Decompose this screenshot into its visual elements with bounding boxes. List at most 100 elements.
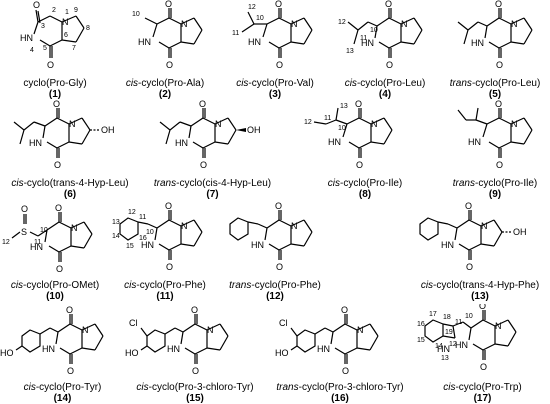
compound-cell-16: Cl HO O HN N O trans-cyclo(Pro-3-chloro-…: [265, 304, 415, 404]
compound-number-10: (10): [46, 291, 64, 302]
atom-hn: HN: [141, 240, 154, 250]
locant: 15: [126, 243, 134, 250]
structure-15: Cl HO O HN N O: [125, 305, 229, 376]
structure-8: O HN N O 10 11 12 13: [304, 100, 393, 170]
atom-o: O: [166, 262, 173, 272]
locant: 6: [64, 32, 68, 39]
locant: 4: [30, 47, 34, 54]
locant: 19: [445, 329, 453, 336]
structure-2: O HN N O 10: [132, 0, 203, 70]
compound-number-1: (1): [48, 89, 62, 100]
atom-hn: HN: [317, 344, 330, 354]
locant: 17: [429, 311, 437, 318]
compound-cell-5: O HN N O trans-cyclo(Pro-Leu) (5): [440, 0, 550, 100]
locant: 13: [441, 355, 449, 362]
compound-name-10: cis-cyclo(Pro-OMet): [10, 280, 100, 291]
atom-n: N: [82, 325, 89, 335]
atom-o: O: [21, 204, 28, 214]
atom-hn: HN: [455, 340, 468, 350]
atom-o: O: [47, 60, 54, 70]
compound-cell-13: O HN N O OH cis-cyclo(trans-4-Hyp-Phe) (…: [410, 202, 550, 302]
compound-cell-15: Cl HO O HN N O cis-cyclo(Pro-3-chloro-Ty…: [125, 304, 265, 404]
locant: 10: [465, 313, 473, 320]
atom-hn: HN: [20, 33, 33, 43]
atom-ho: HO: [125, 348, 139, 358]
atom-o: O: [165, 202, 172, 211]
atom-o: O: [341, 305, 348, 315]
atom-n: N: [181, 19, 188, 29]
atom-o: O: [496, 60, 503, 70]
atom-hn: HN: [361, 38, 374, 48]
atom-oh: OH: [101, 125, 115, 135]
structure-5: O HN N O: [457, 0, 533, 70]
locant: 3: [41, 23, 45, 30]
atom-o: O: [356, 160, 363, 170]
structure-6: O HN N O OH: [13, 100, 115, 170]
atom-hn: HN: [42, 344, 55, 354]
compound-name-7: trans-cyclo(cis-4-Hyp-Leu): [153, 178, 272, 189]
locant: 10: [338, 125, 346, 132]
compound-cell-4: O HN N O 10 11 12 13 cis-cyclo(Pro-Leu) …: [330, 0, 440, 100]
atom-n: N: [291, 221, 298, 231]
compound-number-12: (12): [266, 291, 284, 302]
atom-s: S: [21, 227, 27, 237]
atom-o: O: [355, 100, 362, 109]
atom-n: N: [371, 119, 378, 129]
atom-o: O: [342, 366, 349, 376]
locant: 11: [360, 35, 367, 42]
atom-hn: HN: [248, 37, 261, 47]
locant: 16: [139, 235, 147, 242]
compound-cell-11: O HN N O 10 11 12 13 14 15 16 cis-cyclo(…: [110, 202, 220, 302]
atom-o: O: [54, 160, 61, 170]
atom-n: N: [511, 19, 518, 29]
locant: 14: [435, 343, 443, 350]
compound-name-15: cis-cyclo(Pro-3-chloro-Tyr): [136, 382, 254, 393]
locant: 18: [443, 314, 451, 321]
atom-hn-indole: HN: [437, 344, 450, 354]
atom-o: O: [192, 366, 199, 376]
compound-number-8: (8): [358, 189, 372, 200]
locant: 13: [340, 103, 348, 110]
structure-10: S O O HN N O 10 11 12: [2, 203, 93, 274]
locant: 12: [128, 209, 136, 216]
atom-o: O: [496, 160, 503, 170]
atom-hn: HN: [175, 138, 188, 148]
locant: 11: [139, 214, 146, 221]
locant: 10: [146, 229, 154, 236]
structure-7: O HN N O OH: [159, 100, 261, 170]
compound-cell-6: O HN N O OH cis-cyclo(trans-4-Hyp-Leu) (…: [0, 100, 140, 200]
atom-hn: HN: [251, 240, 264, 250]
locant: 12: [338, 19, 346, 26]
atom-n: N: [69, 119, 76, 129]
atom-n: N: [215, 119, 222, 129]
atom-ho: HO: [0, 348, 14, 358]
atom-cl: Cl: [129, 318, 138, 328]
compound-cell-9: O HN N O trans-cyclo(Pro-Ile) (9): [440, 100, 550, 200]
compound-name-16: trans-cyclo(Pro-3-chloro-Tyr): [276, 382, 404, 393]
atom-o: O: [495, 0, 502, 9]
locant: 10: [132, 11, 140, 18]
atom-oh: OH: [513, 227, 527, 237]
atom-o: O: [199, 100, 206, 109]
compound-cell-14: HO O HN N O cis-cyclo(Pro-Tyr) (14): [0, 304, 125, 404]
atom-n: N: [71, 223, 78, 233]
atom-n: N: [62, 17, 69, 27]
compound-number-9: (9): [488, 189, 502, 200]
atom-o: O: [165, 0, 172, 9]
locant: 10: [40, 227, 48, 234]
atom-hn: HN: [29, 138, 42, 148]
atom-n: N: [357, 325, 364, 335]
atom-o: O: [66, 305, 73, 315]
atom-o: O: [33, 0, 40, 10]
atom-hn: HN: [471, 38, 484, 48]
atom-o: O: [191, 305, 198, 315]
compound-name-3: cis-cyclo(Pro-Val): [236, 78, 314, 89]
locant: 7: [72, 45, 76, 52]
atom-cl: Cl: [279, 318, 288, 328]
structure-16: Cl HO O HN N O: [275, 305, 379, 376]
compound-name-6: cis-cyclo(trans-4-Hyp-Leu): [11, 178, 129, 189]
locant: 15: [417, 337, 425, 344]
compound-name-13: cis-cyclo(trans-4-Hyp-Phe): [420, 280, 540, 291]
compound-number-11: (11): [156, 291, 174, 302]
atom-hn: HN: [468, 137, 481, 147]
